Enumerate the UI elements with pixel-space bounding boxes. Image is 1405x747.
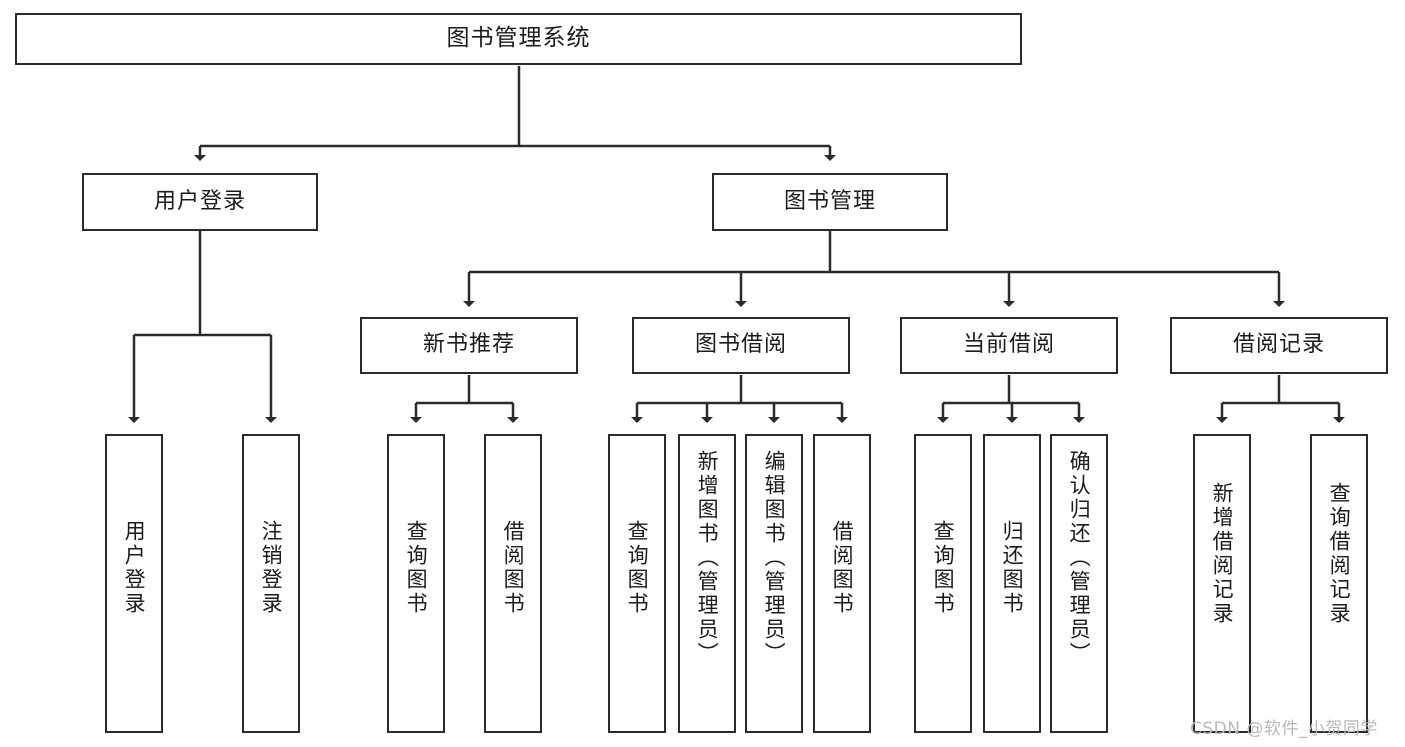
node-book-management[interactable]: 图书管理	[712, 173, 948, 231]
node-leaf-add-book-admin[interactable]: 新增图书（管理员）	[678, 434, 736, 733]
node-label: 查询借阅记录	[1327, 482, 1352, 626]
node-label: 查询图书	[625, 520, 650, 616]
node-leaf-confirm-return-admin[interactable]: 确认归还（管理员）	[1050, 434, 1108, 733]
node-leaf-query-book-newbook[interactable]: 查询图书	[387, 434, 445, 733]
node-leaf-edit-book-admin[interactable]: 编辑图书（管理员）	[745, 434, 803, 733]
node-current-borrow[interactable]: 当前借阅	[900, 317, 1118, 374]
node-leaf-query-book-current[interactable]: 查询图书	[914, 434, 972, 733]
node-root-system[interactable]: 图书管理系统	[15, 13, 1022, 65]
node-label: 借阅记录	[1232, 332, 1325, 358]
node-leaf-logout[interactable]: 注销登录	[242, 434, 300, 733]
node-label: 新增图书（管理员）	[695, 450, 720, 666]
node-label: 图书借阅	[694, 332, 787, 358]
node-leaf-borrow-book[interactable]: 借阅图书	[813, 434, 871, 733]
node-label: 新书推荐	[422, 332, 515, 358]
node-user-login[interactable]: 用户登录	[82, 173, 318, 231]
node-leaf-query-borrow-record[interactable]: 查询借阅记录	[1310, 434, 1368, 733]
node-label: 查询图书	[931, 520, 956, 616]
node-label: 借阅图书	[501, 520, 526, 616]
csdn-watermark: CSDN @软件_小贺同学	[1190, 719, 1378, 739]
node-label: 当前借阅	[962, 332, 1055, 358]
node-label: 用户登录	[153, 188, 246, 214]
node-label: 归还图书	[1000, 520, 1025, 616]
node-label: 图书管理	[783, 188, 876, 214]
node-label: 编辑图书（管理员）	[762, 450, 787, 666]
node-leaf-return-book[interactable]: 归还图书	[983, 434, 1041, 733]
node-label: 借阅图书	[830, 520, 855, 616]
node-leaf-query-book-borrow[interactable]: 查询图书	[608, 434, 666, 733]
node-new-book-recommend[interactable]: 新书推荐	[360, 317, 578, 374]
node-label: 查询图书	[404, 520, 429, 616]
node-book-borrow[interactable]: 图书借阅	[632, 317, 850, 374]
node-label: 新增借阅记录	[1210, 482, 1235, 626]
node-leaf-add-borrow-record[interactable]: 新增借阅记录	[1193, 434, 1251, 733]
node-borrow-record[interactable]: 借阅记录	[1170, 317, 1388, 374]
node-label: 确认归还（管理员）	[1067, 450, 1092, 666]
node-leaf-user-login[interactable]: 用户登录	[105, 434, 163, 733]
node-label: 用户登录	[122, 520, 147, 616]
node-label: 注销登录	[259, 520, 284, 616]
node-leaf-borrow-book-newbook[interactable]: 借阅图书	[484, 434, 542, 733]
node-label: 图书管理系统	[446, 25, 591, 52]
